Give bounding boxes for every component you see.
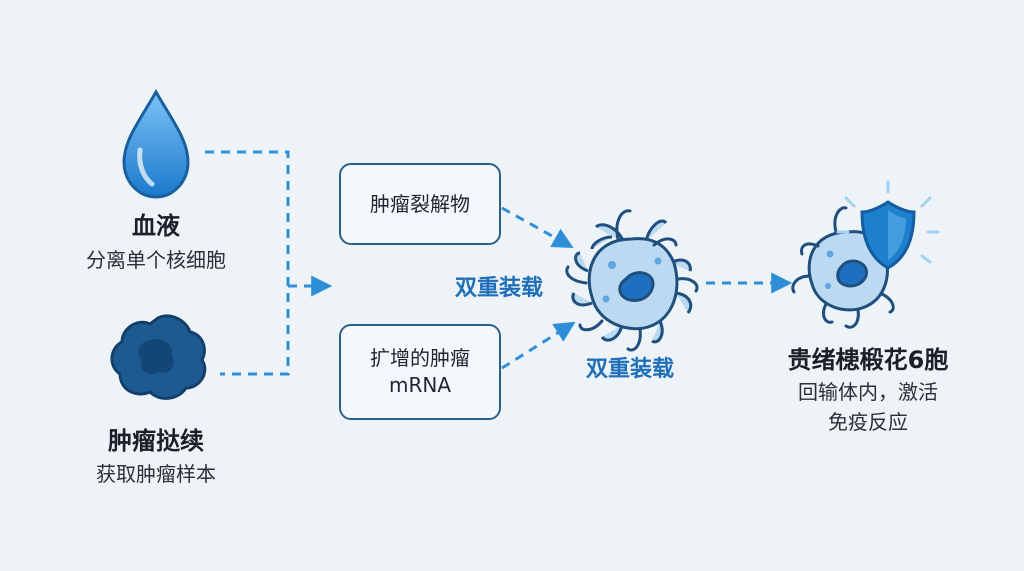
- tumor-subtitle: 获取肿瘤样本: [96, 462, 216, 486]
- blood-subtitle: 分离单个核细胞: [86, 248, 226, 272]
- loading-label-upper: 双重装载: [455, 276, 544, 301]
- mrna-box: 扩增的肿瘤 mRNA: [339, 324, 501, 420]
- blood-drop-icon: [122, 88, 190, 199]
- result-title: 贵绪槵椴花6胞: [787, 346, 949, 374]
- tumor-title: 肿瘤挞续: [108, 427, 204, 455]
- tumor-tissue-icon: [110, 314, 207, 400]
- antigen-to-cell-arrows: [501, 206, 576, 370]
- result-subtitle-line2: 免疫反应: [828, 410, 908, 434]
- source-connector: [205, 150, 333, 376]
- activated-dendritic-cell-icon: [791, 206, 895, 329]
- lysate-label: 肿瘤裂解物: [370, 191, 470, 216]
- mrna-label-line1: 扩增的肿瘤: [370, 346, 470, 370]
- loading-label-lower: 双重装载: [586, 357, 675, 382]
- lysate-box: 肿瘤裂解物: [339, 163, 501, 245]
- result-subtitle-line1: 回输体内，激活: [798, 380, 938, 404]
- dendritic-cell-icon: [565, 209, 699, 352]
- mrna-label-line2: mRNA: [388, 373, 452, 397]
- shield-icon: [836, 180, 940, 270]
- blood-title: 血液: [132, 212, 180, 240]
